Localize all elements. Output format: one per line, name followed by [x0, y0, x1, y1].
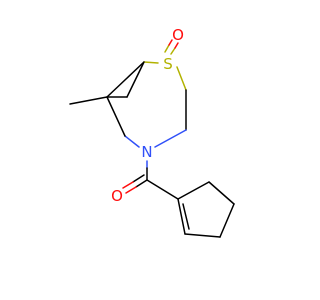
bond-c-c-ring-6 [106, 96, 126, 137]
bond-s-c-ring-2 [176, 66, 187, 91]
bond-c-o-1-o [125, 186, 137, 194]
bond-s-o-1-s [170, 47, 176, 55]
bond-c-c-ring-closure [106, 61, 145, 98]
bond-c-o-1-c [135, 179, 148, 188]
atom-label-o-carbonyl: O [111, 187, 123, 205]
bond-c-c-ring-1 [126, 61, 145, 98]
atom-label-o-sulfoxide: O [172, 26, 184, 44]
bond-c-s-ring-1 [143, 61, 159, 64]
bond-cp-1 [177, 181, 210, 200]
bond-cp-2 [208, 181, 235, 205]
atom-label-n: N [141, 143, 152, 161]
bond-n-c-ring-5 [124, 135, 140, 148]
bond-c-c-cyclopentenyl [146, 179, 179, 200]
bond-s-o-2-s [164, 44, 170, 53]
bond-s-o-2-o [168, 39, 173, 46]
bond-c-n-ring-4 [154, 129, 187, 148]
bond-c-o-2-o [122, 181, 134, 189]
bond-cp-double-inner [182, 203, 190, 230]
bond-c-o-2-c [132, 174, 145, 183]
atom-label-s: S [163, 55, 173, 73]
bond-methyl [69, 96, 108, 105]
bond-cp-4 [184, 233, 221, 238]
bond-s-o-1-o [174, 42, 179, 49]
bond-cp-3 [219, 203, 235, 238]
bond-cp-5 [177, 198, 186, 235]
molecule-structure-diagram: S O N O [69, 26, 235, 238]
